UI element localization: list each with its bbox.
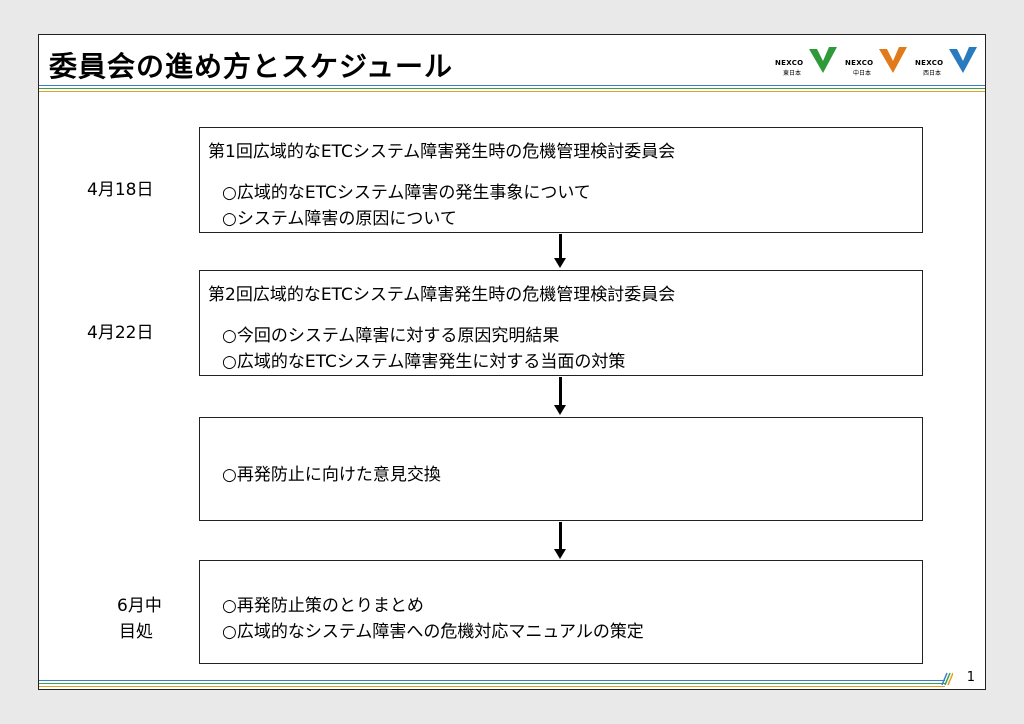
list-item: ○広域的なETCシステム障害発生に対する当面の対策	[222, 352, 626, 372]
page-title: 委員会の進め方とスケジュール	[49, 50, 454, 83]
nexco-east-logo: NEXCO 東日本	[775, 45, 839, 79]
date-label: 6月中	[117, 596, 162, 616]
list-item: ○広域的なシステム障害への危機対応マニュアルの策定	[222, 622, 644, 642]
list-item: ○再発防止策のとりまとめ	[222, 596, 424, 616]
nexco-logos: NEXCO 東日本 NEXCO 中日本 NEXCO 西日本	[775, 45, 979, 79]
schedule-box: ○再発防止策のとりまとめ ○広域的なシステム障害への危機対応マニュアルの策定	[199, 560, 923, 664]
arrow-down-icon	[554, 405, 566, 415]
nexco-central-logo: NEXCO 中日本	[845, 45, 909, 79]
arrow-line	[559, 234, 562, 258]
page-number: 1	[966, 670, 975, 685]
schedule-box: ○再発防止に向けた意見交換	[199, 417, 923, 521]
arrow-down-icon	[554, 549, 566, 559]
date-label: 4月18日	[87, 180, 154, 200]
schedule-box: 第2回広域的なETCシステム障害発生時の危機管理検討委員会 ○今回のシステム障害…	[199, 270, 923, 376]
header-stripe	[39, 91, 985, 92]
footer-stripe	[39, 683, 945, 684]
date-label: 目処	[119, 622, 153, 642]
arrow-line	[559, 522, 562, 549]
arrow-line	[559, 377, 562, 405]
header-stripe	[39, 85, 985, 86]
list-item: ○システム障害の原因について	[222, 209, 457, 229]
date-label: 4月22日	[87, 323, 154, 343]
box-heading: 第1回広域的なETCシステム障害発生時の危機管理検討委員会	[208, 142, 676, 162]
schedule-box: 第1回広域的なETCシステム障害発生時の危機管理検討委員会 ○広域的なETCシス…	[199, 127, 923, 233]
box-heading: 第2回広域的なETCシステム障害発生時の危機管理検討委員会	[208, 285, 676, 305]
arrow-down-icon	[554, 258, 566, 268]
header-stripe	[39, 88, 985, 89]
list-item: ○今回のシステム障害に対する原因究明結果	[222, 326, 560, 346]
list-item: ○再発防止に向けた意見交換	[222, 465, 441, 485]
footer-stripe	[39, 686, 945, 687]
nexco-west-logo: NEXCO 西日本	[915, 45, 979, 79]
slide: 委員会の進め方とスケジュール NEXCO 東日本 NEXCO 中日本 NEXCO…	[38, 34, 986, 690]
stripe-end-icon	[941, 672, 953, 686]
list-item: ○広域的なETCシステム障害の発生事象について	[222, 183, 591, 203]
footer-stripe	[39, 680, 945, 681]
